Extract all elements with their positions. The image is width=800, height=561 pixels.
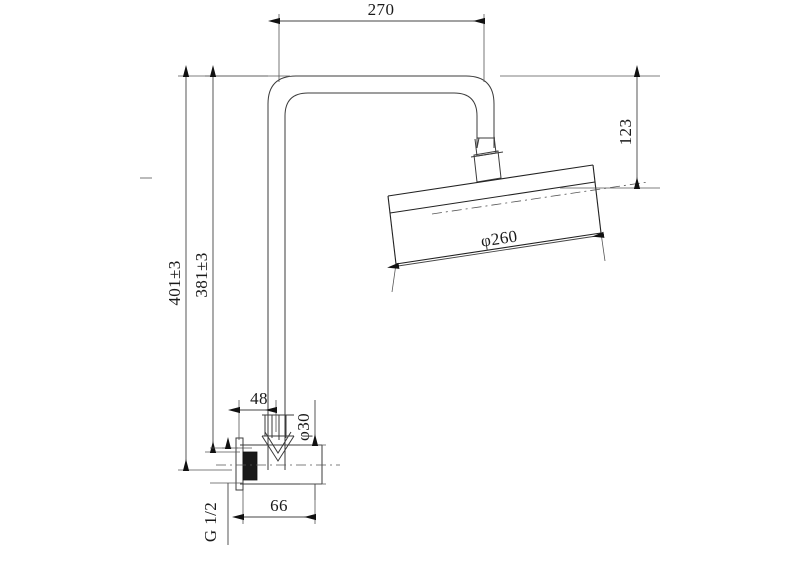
wall-inlet-elbow — [240, 415, 322, 484]
dimension-thread-spec: G 1/2 — [201, 437, 243, 545]
dimension-inlet-projection: 66 — [232, 490, 316, 524]
gooseneck-riser-pipe — [268, 76, 494, 470]
centerlines — [140, 177, 649, 466]
dimension-head-diameter: φ260 — [387, 226, 606, 293]
shower-head-swivel-connector — [471, 136, 503, 182]
dim-label-g12: G 1/2 — [201, 502, 220, 542]
dim-label-401: 401±3 — [165, 260, 184, 305]
dim-label-260: φ260 — [480, 226, 519, 250]
dim-label-123: 123 — [616, 119, 635, 146]
dimension-riser-height: 381±3 — [192, 65, 268, 453]
dim-label-66: 66 — [270, 496, 288, 515]
dim-label-48: 48 — [250, 389, 268, 408]
dimension-inlet-diameter: φ30 — [294, 400, 326, 500]
dimension-head-height: 123 — [500, 65, 660, 189]
dim-label-270: 270 — [368, 0, 395, 19]
rain-shower-head — [387, 164, 602, 265]
dimension-arm-offset: 48 — [228, 389, 277, 440]
dim-label-381: 381±3 — [192, 252, 211, 297]
dim-label-30: φ30 — [294, 413, 313, 441]
dimension-overall-height: 401±3 — [165, 65, 290, 471]
wall-mounting-flange — [236, 438, 258, 490]
dimension-top-width: 270 — [268, 0, 485, 82]
